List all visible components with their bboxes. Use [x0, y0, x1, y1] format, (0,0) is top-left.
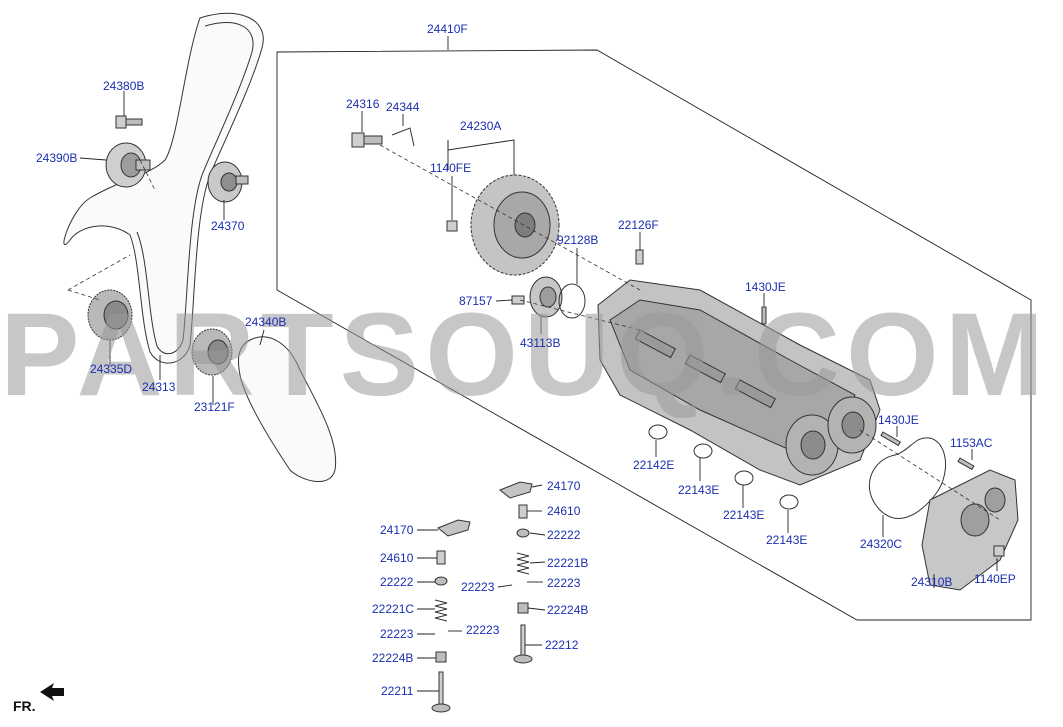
label-22126f[interactable]: 22126F	[618, 218, 659, 232]
sprocket-bolt[interactable]	[351, 132, 383, 148]
lash-adjuster-right[interactable]	[518, 504, 528, 519]
label-22143e-b[interactable]: 22143E	[723, 508, 764, 522]
end-cover[interactable]	[921, 469, 1019, 591]
camshaft-sprocket[interactable]	[470, 174, 560, 276]
lash-adjuster-left[interactable]	[436, 550, 446, 565]
label-22212[interactable]: 22212	[545, 638, 579, 652]
label-24310b[interactable]: 24310B	[911, 575, 952, 589]
small-bolt[interactable]	[446, 220, 458, 232]
label-1140ep[interactable]: 1140EP	[974, 572, 1016, 586]
label-24610-right[interactable]: 24610	[547, 504, 581, 518]
label-22143e-c[interactable]: 22143E	[766, 533, 807, 547]
label-22223-left-b[interactable]: 22223	[466, 623, 500, 637]
pin-b[interactable]	[880, 431, 902, 447]
label-22223-mid[interactable]: 22223	[461, 580, 495, 594]
label-22222-left[interactable]: 22222	[380, 575, 414, 589]
dowel-pin[interactable]	[391, 127, 415, 147]
leader-lines	[79, 36, 998, 692]
valve-right[interactable]	[513, 624, 533, 664]
spring-right[interactable]	[516, 552, 530, 575]
drive-belt[interactable]	[237, 336, 337, 483]
seal-left[interactable]	[435, 651, 447, 663]
label-1153ac[interactable]: 1153AC	[950, 436, 993, 450]
seal-plate[interactable]	[529, 276, 563, 318]
label-22142e[interactable]: 22142E	[633, 458, 674, 472]
seal-right[interactable]	[517, 602, 529, 614]
spring-left[interactable]	[434, 599, 448, 622]
label-22224b-right[interactable]: 22224B	[547, 603, 588, 617]
label-22223-left[interactable]: 22223	[380, 627, 414, 641]
idler-pulley[interactable]	[105, 142, 151, 188]
label-22222-right[interactable]: 22222	[547, 528, 581, 542]
label-24390b[interactable]: 24390B	[36, 151, 77, 165]
idler-bolt[interactable]	[115, 115, 143, 129]
label-24170-left[interactable]: 24170	[380, 523, 414, 537]
label-24335d[interactable]: 24335D	[90, 362, 132, 376]
watermark: PARTSOUQ.COM	[0, 289, 1050, 421]
label-1430je-a[interactable]: 1430JE	[745, 280, 786, 294]
cover-gasket[interactable]	[868, 437, 947, 519]
label-24170-right[interactable]: 24170	[547, 479, 581, 493]
label-22143e-a[interactable]: 22143E	[678, 483, 719, 497]
rocker-arm-right[interactable]	[499, 481, 533, 499]
label-22221c[interactable]: 22221C	[372, 602, 414, 616]
label-43113b[interactable]: 43113B	[520, 336, 560, 350]
clip-22143e-a[interactable]	[693, 443, 713, 459]
belt-tensioner[interactable]	[207, 161, 249, 203]
crank-sprocket[interactable]	[87, 289, 133, 341]
label-22211[interactable]: 22211	[381, 684, 414, 698]
arrow-icon	[40, 683, 64, 701]
clip-22142e[interactable]	[648, 424, 668, 440]
cover-bolt[interactable]	[993, 545, 1005, 557]
label-22223-right[interactable]: 22223	[547, 576, 581, 590]
front-label: FR.	[13, 698, 36, 714]
label-22224b-left[interactable]: 22224B	[372, 651, 413, 665]
label-24320c[interactable]: 24320C	[860, 537, 902, 551]
alignment-lines	[67, 144, 1001, 521]
label-1140fe[interactable]: 1140FE	[430, 161, 471, 175]
label-24344[interactable]: 24344	[386, 100, 420, 114]
clip-22143e-c[interactable]	[779, 494, 799, 510]
label-24610-left[interactable]: 24610	[380, 551, 414, 565]
pin-a[interactable]	[761, 306, 767, 325]
label-24313[interactable]: 24313	[142, 380, 176, 394]
retainer-left[interactable]	[434, 576, 448, 586]
label-23121f[interactable]: 23121F	[194, 400, 235, 414]
crankshaft-sprocket[interactable]	[191, 328, 233, 376]
assembly-frame	[276, 49, 1032, 621]
label-1430je-b[interactable]: 1430JE	[878, 413, 919, 427]
label-22221b[interactable]: 22221B	[547, 556, 588, 570]
label-24380b[interactable]: 24380B	[103, 79, 144, 93]
o-ring[interactable]	[558, 283, 586, 319]
label-92128b[interactable]: 92128B	[557, 233, 598, 247]
plug[interactable]	[635, 249, 644, 265]
label-24410f[interactable]: 24410F	[427, 22, 468, 36]
label-24230a[interactable]: 24230A	[460, 119, 501, 133]
valve-left[interactable]	[431, 671, 451, 713]
label-24370[interactable]: 24370	[211, 219, 245, 233]
front-direction-indicator: FR.	[13, 683, 64, 714]
cylinder-head[interactable]	[597, 279, 881, 486]
rocker-arm-left[interactable]	[437, 519, 471, 537]
label-24340b[interactable]: 24340B	[245, 315, 286, 329]
label-87157[interactable]: 87157	[459, 294, 493, 308]
pin-c[interactable]	[957, 457, 975, 471]
clip-22143e-b[interactable]	[734, 470, 754, 486]
retainer-right[interactable]	[516, 528, 530, 538]
label-24316[interactable]: 24316	[346, 97, 380, 111]
